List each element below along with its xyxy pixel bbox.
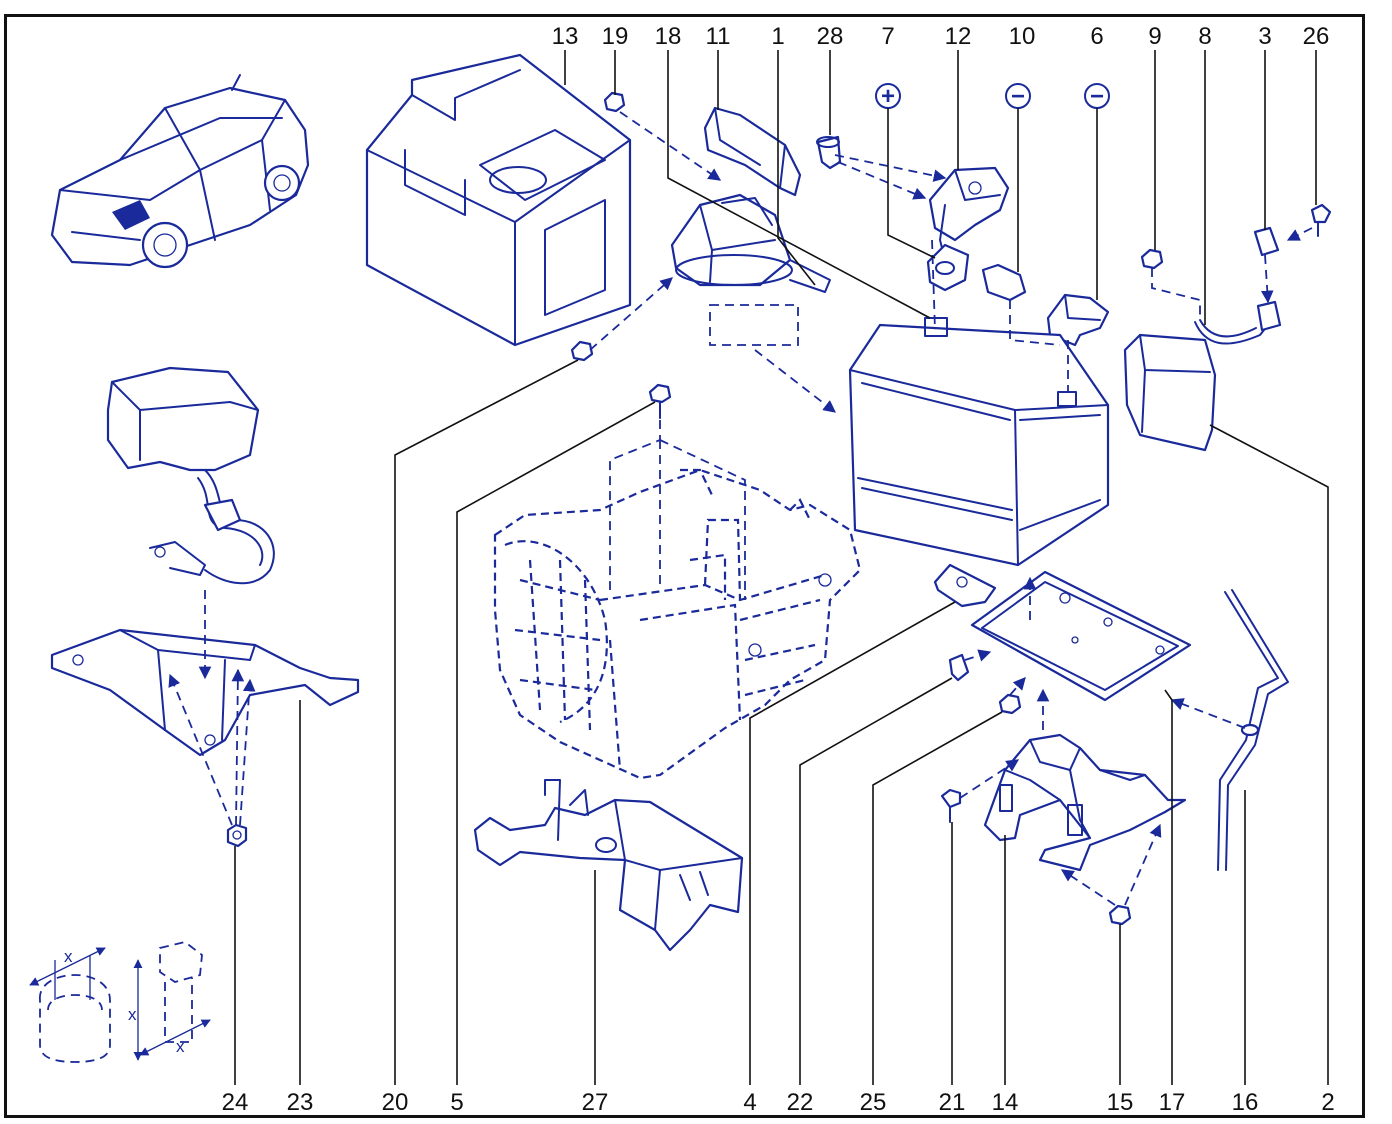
- assembly-lines: [168, 111, 1313, 906]
- rod-part-16: [1217, 589, 1289, 871]
- plus-symbol: +: [881, 83, 895, 110]
- control-unit-part-2: [1123, 333, 1217, 452]
- nut-part-15: [1108, 904, 1132, 926]
- fuse-box-part-18: [670, 193, 831, 293]
- callout-22: 22: [787, 1089, 814, 1116]
- callout-1: 1: [771, 23, 784, 50]
- lower-bracket-part-14: [983, 733, 1187, 872]
- nut-part-20: [570, 340, 594, 362]
- callout-9: 9: [1148, 23, 1161, 50]
- callout-27: 27: [582, 1089, 609, 1116]
- nut-part-25: [998, 693, 1022, 715]
- dimension-detail-bolt: x x: [128, 941, 211, 1061]
- battery-tray-frame: [493, 468, 862, 780]
- tray-plate-part-17: [970, 570, 1192, 702]
- minus-symbol-2: −: [1090, 83, 1104, 110]
- callout-26: 26: [1303, 23, 1330, 50]
- nut-part-9: [1140, 248, 1164, 270]
- bolt-part-21: [940, 788, 962, 823]
- dim-x-label-3: x: [176, 1037, 185, 1056]
- callout-28: 28: [817, 23, 844, 50]
- positive-terminal-part-12: [928, 166, 1010, 261]
- bracket-part-23: [50, 628, 360, 757]
- dashed-placeholder: [709, 304, 799, 346]
- callout-20: 20: [382, 1089, 409, 1116]
- callout-13: 13: [552, 23, 579, 50]
- nut-part-24: [226, 823, 248, 848]
- callout-16: 16: [1232, 1089, 1259, 1116]
- callout-5: 5: [450, 1089, 463, 1116]
- callouts-top: 13 19 18 11 1 28 7 12 10 6 9 8 3 26: [552, 23, 1330, 50]
- callout-7: 7: [881, 23, 894, 50]
- terminal-cover-part-11: [703, 106, 802, 197]
- dim-x-label-1: x: [64, 947, 73, 966]
- bolt-part-26: [1310, 203, 1332, 237]
- callout-12: 12: [945, 23, 972, 50]
- callout-18: 18: [655, 23, 682, 50]
- dimension-detail-nut: x: [29, 947, 111, 1063]
- positive-clamp-part-7: [926, 243, 970, 292]
- nut-part-19: [603, 91, 626, 113]
- callout-2: 2: [1321, 1089, 1334, 1116]
- callout-23: 23: [287, 1089, 314, 1116]
- support-bracket-part-27: [473, 779, 744, 952]
- callout-17: 17: [1159, 1089, 1186, 1116]
- clamp-part-4: [933, 563, 997, 608]
- callout-19: 19: [602, 23, 629, 50]
- callout-8: 8: [1198, 23, 1211, 50]
- callouts-bottom: 24 23 20 5 27 4 22 25 21 14 15 17 16 2: [222, 1089, 1335, 1116]
- battery: [848, 317, 1110, 567]
- callout-3: 3: [1258, 23, 1271, 50]
- negative-terminal-part-10: [981, 263, 1027, 302]
- minus-symbol-1: −: [1011, 83, 1025, 110]
- callout-4: 4: [743, 1089, 756, 1116]
- bolt-part-5: [648, 383, 672, 419]
- fuse-box-harness: [106, 366, 275, 585]
- car-illustration: [50, 74, 310, 269]
- callout-24: 24: [222, 1089, 249, 1116]
- callout-6: 6: [1090, 23, 1103, 50]
- callout-14: 14: [992, 1089, 1019, 1116]
- battery-cover-part-13: [365, 53, 632, 347]
- callout-10: 10: [1009, 23, 1036, 50]
- plug-part-22: [948, 653, 970, 682]
- plug-part-28: [816, 135, 842, 170]
- callout-15: 15: [1107, 1089, 1134, 1116]
- dim-x-label-2: x: [128, 1005, 137, 1024]
- callout-25: 25: [860, 1089, 887, 1116]
- callout-21: 21: [939, 1089, 966, 1116]
- polarity-symbols: + − −: [875, 83, 1110, 110]
- leader-lines: [234, 50, 1329, 1085]
- callout-11: 11: [706, 23, 731, 50]
